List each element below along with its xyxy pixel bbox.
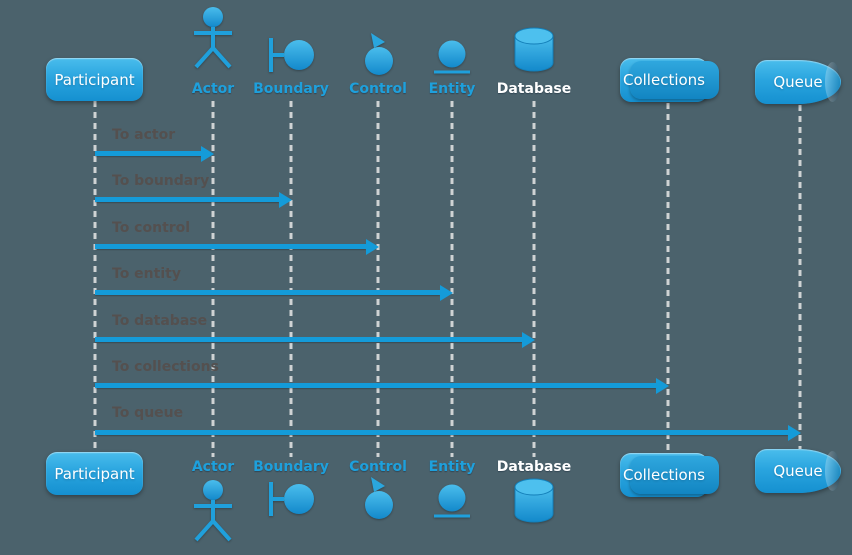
message-arrow-to-control xyxy=(95,238,379,255)
message-arrow-to-collections xyxy=(95,377,669,394)
entity-icon xyxy=(434,484,470,518)
lifeline-participant xyxy=(93,101,97,452)
boundary-icon xyxy=(269,38,314,72)
queue-label: Queue xyxy=(773,73,823,91)
actor-label-bottom: Actor xyxy=(191,459,235,475)
participant-box-bottom: Participant xyxy=(46,452,143,495)
queue-shape-top: Queue xyxy=(755,60,841,104)
lifeline-boundary xyxy=(289,101,293,457)
message-label-to-boundary: To boundary xyxy=(112,173,210,189)
message-label-to-collections: To collections xyxy=(112,359,219,375)
lifeline-actor xyxy=(211,101,215,457)
message-arrow-to-entity xyxy=(95,284,453,301)
entity-icon xyxy=(434,40,470,74)
boundary-label-bottom: Boundary xyxy=(253,459,329,475)
queue-shape-bottom: Queue xyxy=(755,449,841,493)
message-label-to-entity: To entity xyxy=(112,266,181,282)
participant-label: Participant xyxy=(54,70,135,89)
database-label-top: Database xyxy=(496,81,572,97)
actor-label-top: Actor xyxy=(191,81,235,97)
lifeline-control xyxy=(376,101,380,457)
entity-label-top: Entity xyxy=(428,81,476,97)
message-label-to-queue: To queue xyxy=(112,405,184,421)
participant-label: Participant xyxy=(54,464,135,483)
control-icon xyxy=(365,33,393,75)
boundary-icon xyxy=(269,482,314,516)
database-icon xyxy=(514,478,554,523)
queue-label: Queue xyxy=(773,462,823,480)
boundary-label-top: Boundary xyxy=(253,81,329,97)
collections-box-bottom: Collections xyxy=(620,453,719,497)
entity-label-bottom: Entity xyxy=(428,459,476,475)
lifeline-queue xyxy=(798,105,802,449)
lifeline-entity xyxy=(450,101,454,457)
control-icon xyxy=(365,477,393,519)
collections-label: Collections xyxy=(622,466,705,484)
participant-box-top: Participant xyxy=(46,58,143,101)
database-icon xyxy=(514,27,554,72)
lifeline-database xyxy=(532,101,536,457)
message-arrow-to-boundary xyxy=(95,191,292,208)
control-label-bottom: Control xyxy=(349,459,407,475)
control-label-top: Control xyxy=(349,81,407,97)
actor-icon xyxy=(194,480,232,542)
message-arrow-to-database xyxy=(95,331,535,348)
message-arrow-to-actor xyxy=(95,145,214,162)
database-label-bottom: Database xyxy=(496,459,572,475)
collections-label: Collections xyxy=(622,71,705,89)
message-label-to-database: To database xyxy=(112,313,208,329)
message-arrow-to-queue xyxy=(95,424,801,441)
collections-box-top: Collections xyxy=(620,58,719,102)
message-label-to-control: To control xyxy=(112,220,191,236)
message-label-to-actor: To actor xyxy=(112,127,176,143)
lifeline-collections xyxy=(666,103,670,453)
actor-icon xyxy=(194,7,232,69)
